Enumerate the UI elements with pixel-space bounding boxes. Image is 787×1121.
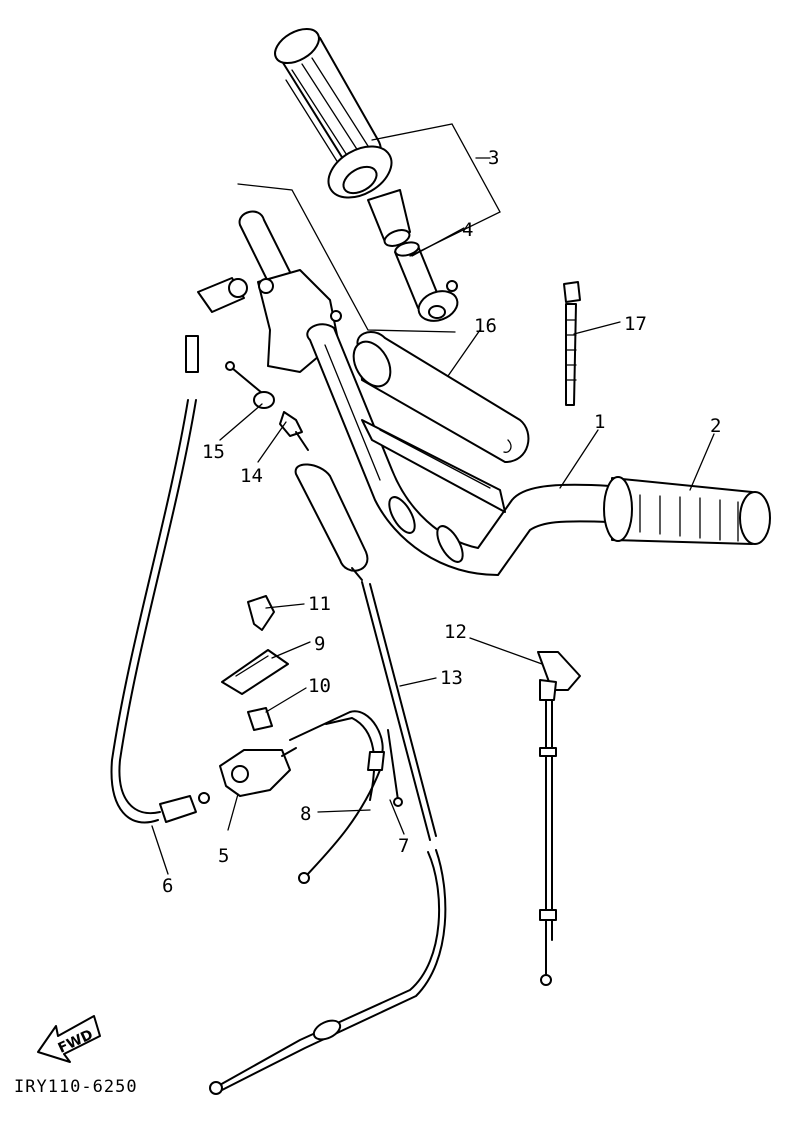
leader-11	[265, 603, 305, 609]
left-grip	[603, 476, 771, 545]
leader-13	[399, 677, 437, 687]
callout-12: 12	[444, 621, 467, 643]
callout-3: 3	[488, 147, 499, 169]
callout-2: 2	[710, 415, 721, 437]
leader-16	[447, 329, 481, 377]
clutch-cable	[110, 277, 248, 824]
callout-14: 14	[240, 465, 263, 487]
leader-4	[411, 227, 465, 257]
lower-cables	[289, 710, 403, 884]
starter-cable	[537, 651, 581, 986]
leader-8	[317, 809, 371, 813]
callout-5: 5	[218, 845, 229, 867]
callout-9: 9	[314, 633, 325, 655]
adjuster-bolt	[225, 361, 309, 451]
fwd-arrow-icon: FWD	[37, 1015, 101, 1063]
callout-7: 7	[398, 835, 409, 857]
leader-17	[573, 321, 621, 335]
callout-11: 11	[308, 593, 331, 615]
throttle-tube	[394, 241, 459, 322]
handlebar-pad	[352, 331, 530, 513]
leader-6	[151, 825, 169, 875]
leader-10	[265, 687, 307, 713]
leader-12	[469, 637, 543, 665]
leader-15	[219, 403, 263, 441]
callout-10: 10	[308, 675, 331, 697]
throttle-grip	[274, 27, 411, 247]
throttle-cable	[209, 463, 447, 1095]
callout-13: 13	[440, 667, 463, 689]
leader-9	[271, 641, 311, 659]
cable-band	[563, 281, 581, 406]
callout-8: 8	[300, 803, 311, 825]
leader-2	[689, 433, 715, 491]
leader-14	[257, 421, 287, 463]
callout-6: 6	[162, 875, 173, 897]
leader-1	[559, 429, 599, 489]
callout-17: 17	[624, 313, 647, 335]
clamp-parts	[221, 595, 289, 731]
callout-4: 4	[462, 219, 473, 241]
housing-bracket-outline	[237, 183, 456, 333]
leader-3	[371, 123, 501, 257]
handlebar	[306, 323, 611, 576]
diagram-code: IRY110-6250	[14, 1077, 138, 1097]
callout-1: 1	[594, 411, 605, 433]
switch-body	[219, 747, 297, 797]
leader-7	[389, 799, 405, 835]
leader-5	[227, 793, 239, 831]
callout-16: 16	[474, 315, 497, 337]
callout-15: 15	[202, 441, 225, 463]
